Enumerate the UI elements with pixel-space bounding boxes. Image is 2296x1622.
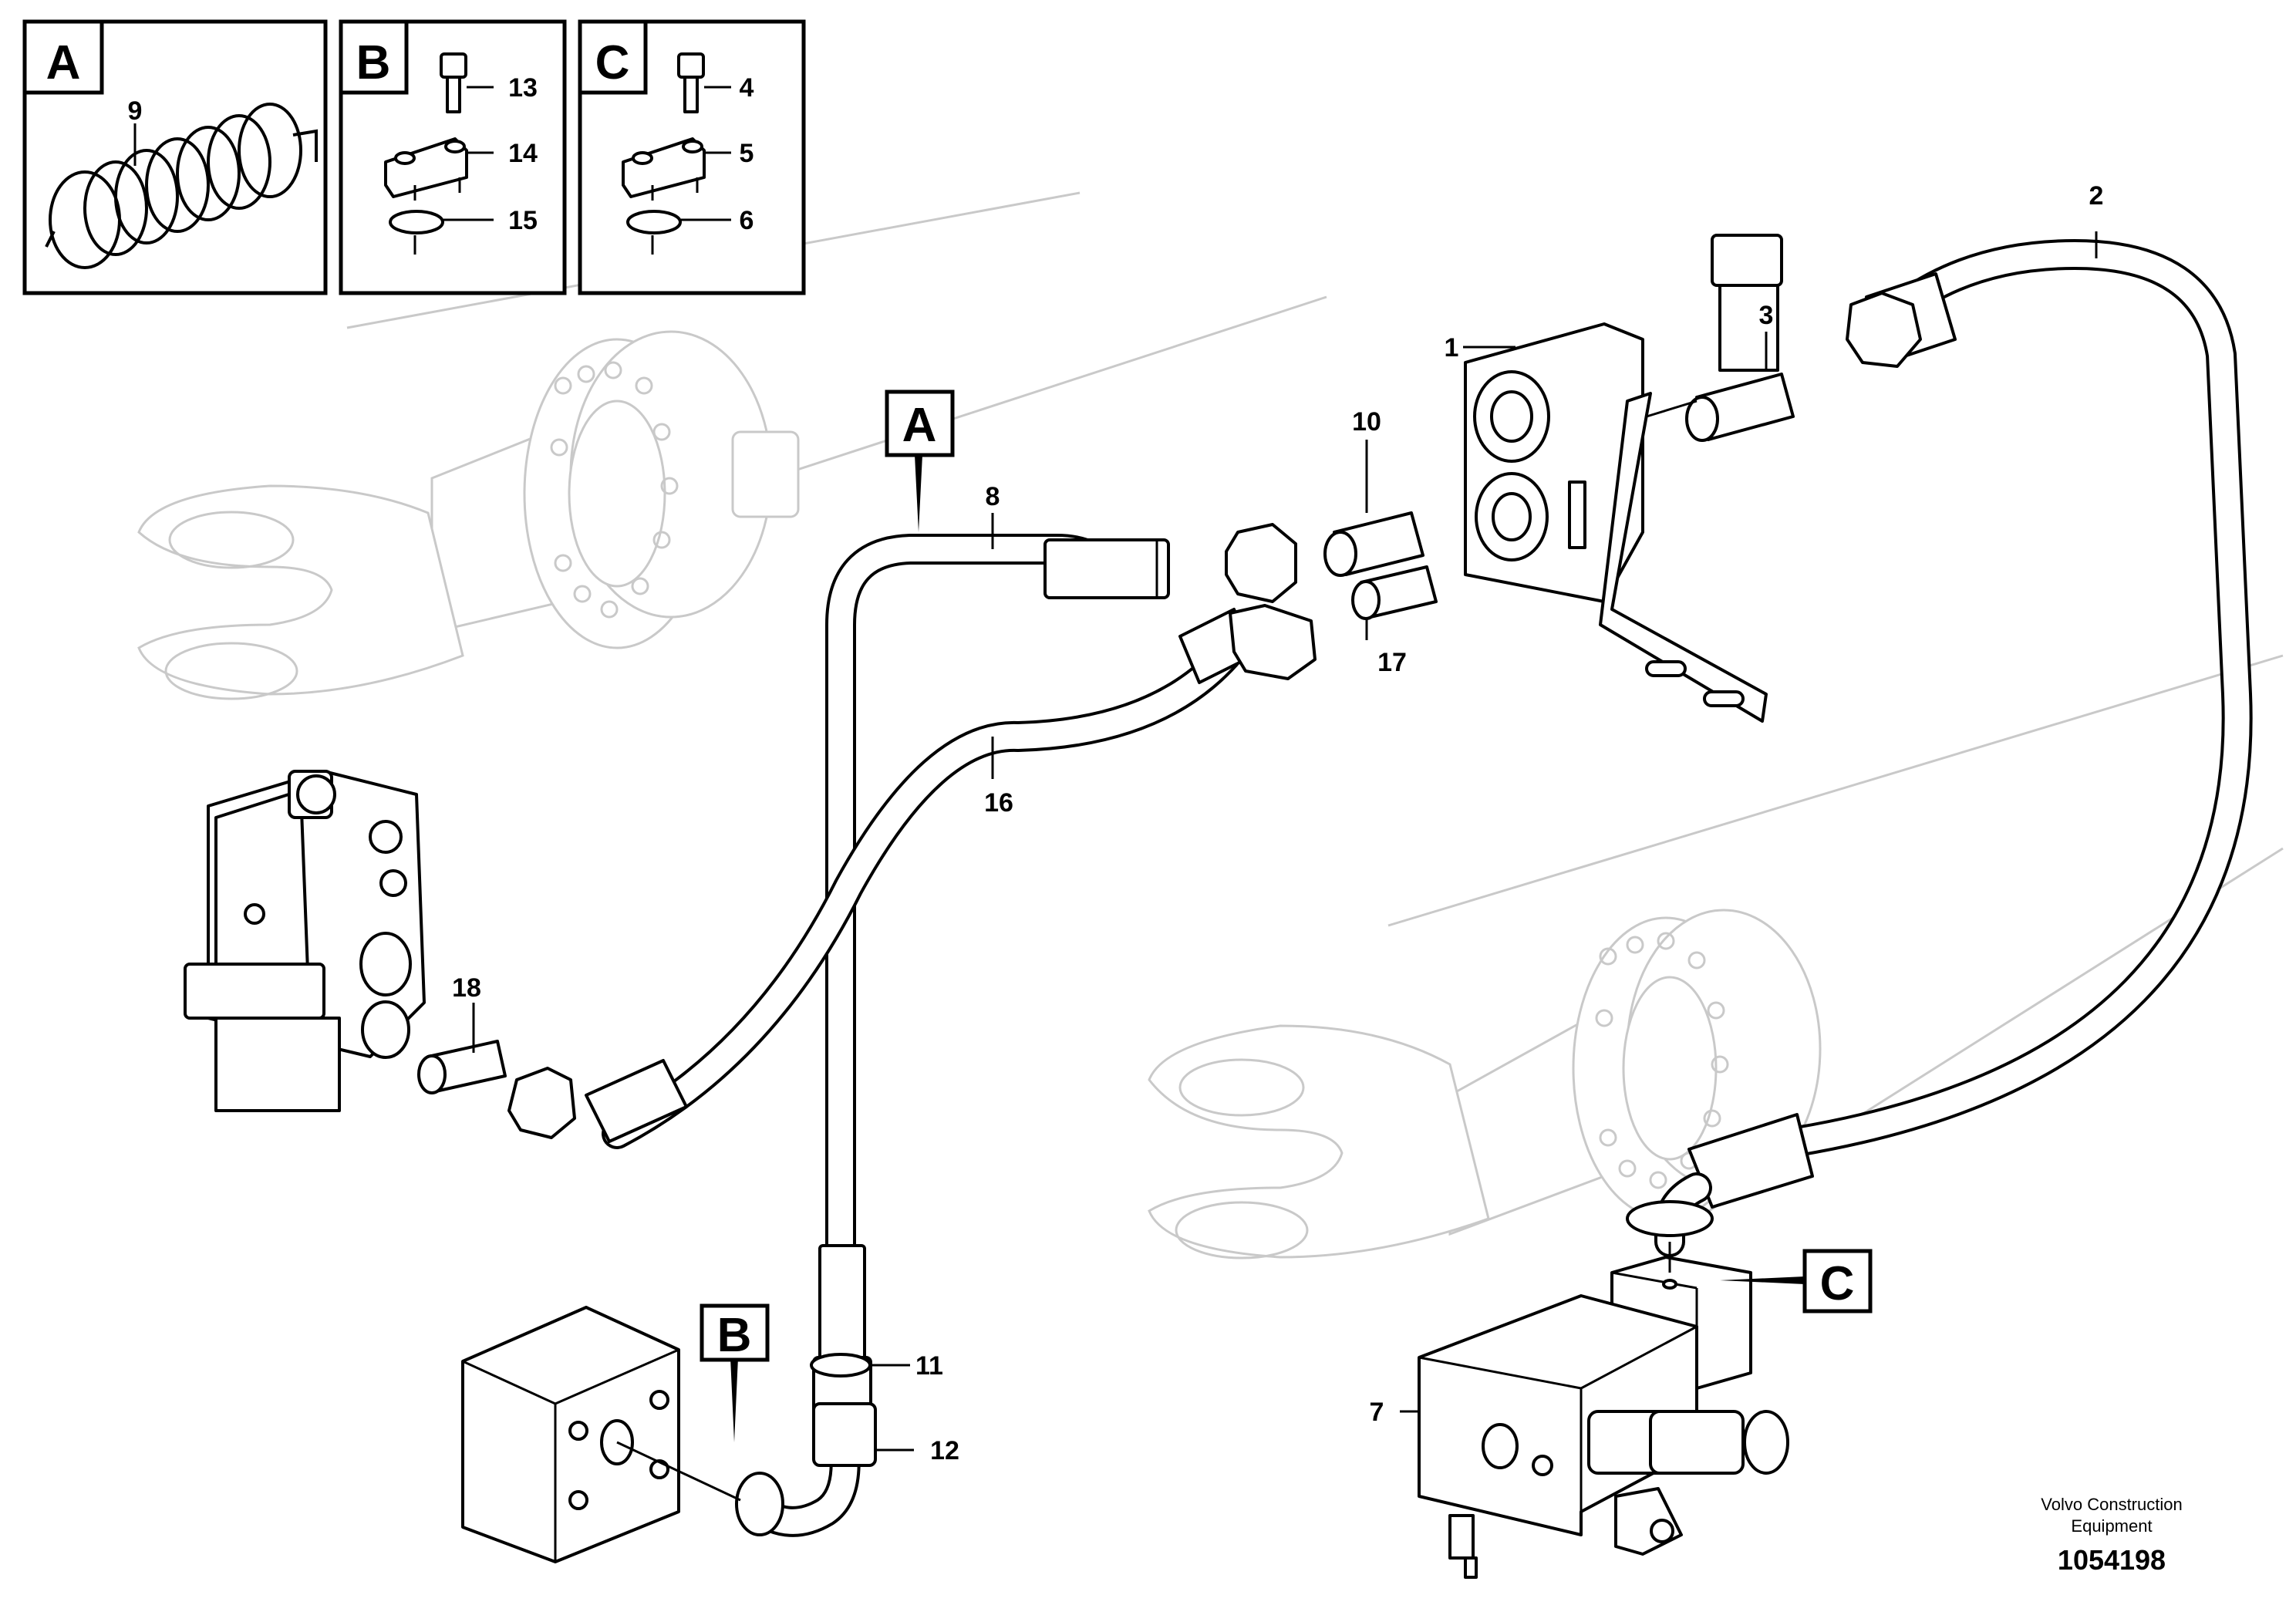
- label-4: 4: [740, 73, 754, 103]
- label-8: 8: [986, 482, 1000, 511]
- hose-2: [1626, 239, 2253, 1257]
- background-cylinder-top: [137, 191, 1327, 700]
- leader-lines: [472, 231, 2098, 1452]
- label-14: 14: [508, 139, 538, 168]
- mounting-block: [461, 1306, 741, 1563]
- valve-block-1: [1464, 234, 1783, 723]
- svg-text:B: B: [717, 1309, 752, 1362]
- label-7: 7: [1370, 1398, 1384, 1427]
- background-cylinder-bottom: [1148, 654, 2284, 1259]
- label-3: 3: [1759, 301, 1774, 330]
- label-16: 16: [984, 788, 1013, 818]
- detail-box-a: A: [22, 19, 328, 295]
- hose-8: [812, 534, 1170, 1452]
- svg-text:C: C: [595, 36, 630, 89]
- label-13: 13: [508, 73, 538, 103]
- brand-line-1: Volvo Construction: [2041, 1495, 2182, 1514]
- solenoid-valve-block-7: [1418, 1242, 1789, 1579]
- document-number: 1054198: [2058, 1544, 2166, 1576]
- label-11: 11: [915, 1351, 943, 1381]
- label-17: 17: [1377, 648, 1407, 677]
- hose-16: [585, 608, 1255, 1149]
- svg-text:A: A: [902, 399, 937, 452]
- label-5: 5: [740, 139, 754, 168]
- label-9: 9: [128, 96, 143, 126]
- callout-b: B: [700, 1303, 770, 1362]
- label-1: 1: [1445, 333, 1459, 363]
- brand-line-2: Equipment: [2071, 1516, 2152, 1536]
- label-2: 2: [2089, 181, 2104, 211]
- part-number-labels: 9 13 14 15 4 5 6 1 2 3 10 17 8 16 18 11 …: [128, 73, 2104, 1465]
- label-18: 18: [452, 973, 481, 1003]
- label-12: 12: [930, 1436, 959, 1465]
- footer-brand: Volvo Construction Equipment 1054198: [2041, 1495, 2182, 1576]
- svg-text:B: B: [356, 36, 391, 89]
- callout-arrows: [730, 455, 1805, 1442]
- label-15: 15: [508, 206, 538, 235]
- hose-end-nuts: [507, 292, 1922, 1139]
- callout-a: A: [885, 389, 955, 457]
- adapter-fittings: [417, 373, 1795, 1537]
- label-10: 10: [1352, 407, 1381, 437]
- detail-box-b: B: [339, 19, 567, 295]
- callout-c: C: [1802, 1249, 1873, 1313]
- label-6: 6: [740, 206, 754, 235]
- steering-valve-block: [184, 770, 426, 1112]
- detail-box-c: C: [578, 19, 806, 295]
- svg-text:C: C: [1820, 1257, 1855, 1310]
- svg-text:A: A: [46, 36, 81, 89]
